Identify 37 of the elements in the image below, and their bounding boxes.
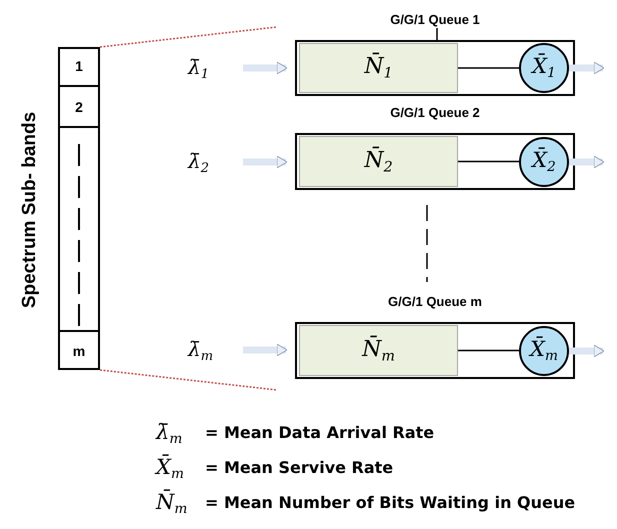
- block-arrow: [243, 156, 288, 168]
- legend-symbol: N̄$_{m}$: [156, 490, 188, 514]
- queue-title: G/G/1 Queue m: [387, 294, 483, 309]
- buffer-box: [299, 136, 458, 187]
- arrival-rate-symbol: λ̄$_{1}$: [188, 54, 209, 82]
- zoom-guide-line: [100, 369, 278, 391]
- legend-text: = Mean Servive Rate: [205, 458, 394, 477]
- block-arrow: [243, 62, 288, 74]
- legend-symbol: X̄$_{m}$: [156, 455, 184, 479]
- buffer-box: [299, 325, 458, 376]
- queue-title: G/G/1 Queue 2: [389, 105, 481, 120]
- server-circle: X̄$_{m}$: [519, 326, 569, 376]
- sub-band-cell: m: [58, 330, 100, 370]
- sub-band-cell: 1: [58, 47, 100, 87]
- server-circle: X̄$_{2}$: [519, 137, 569, 187]
- server-circle: X̄$_{1}$: [519, 43, 569, 93]
- arrival-rate-symbol: λ̄$_{2}$: [188, 148, 209, 176]
- block-arrow: [243, 344, 288, 356]
- arrival-rate-symbol: λ̄$_{m}$: [188, 336, 214, 364]
- block-arrow: [569, 344, 604, 358]
- legend-text: = Mean Number of Bits Waiting in Queue: [205, 493, 576, 512]
- block-arrow: [569, 156, 604, 168]
- buffer-symbol: N̄$_{2}$: [364, 148, 393, 176]
- sub-band-column: [58, 47, 100, 370]
- legend-text: = Mean Data Arrival Rate: [205, 423, 434, 442]
- sub-band-cell: 2: [58, 87, 100, 128]
- connector-line: [458, 160, 519, 162]
- zoom-guide-line: [100, 26, 278, 48]
- axis-title: Spectrum Sub- bands: [19, 112, 41, 308]
- connector-line: [458, 67, 519, 69]
- connector-line: [458, 350, 519, 352]
- queue-title: G/G/1 Queue 1: [389, 12, 481, 27]
- legend-symbol: λ̄$_{m}$: [156, 420, 182, 444]
- buffer-symbol: N̄$_{1}$: [364, 54, 393, 82]
- buffer-box: [299, 43, 458, 93]
- buffer-symbol: N̄$_{m}$: [362, 336, 395, 364]
- block-arrow: [569, 62, 604, 74]
